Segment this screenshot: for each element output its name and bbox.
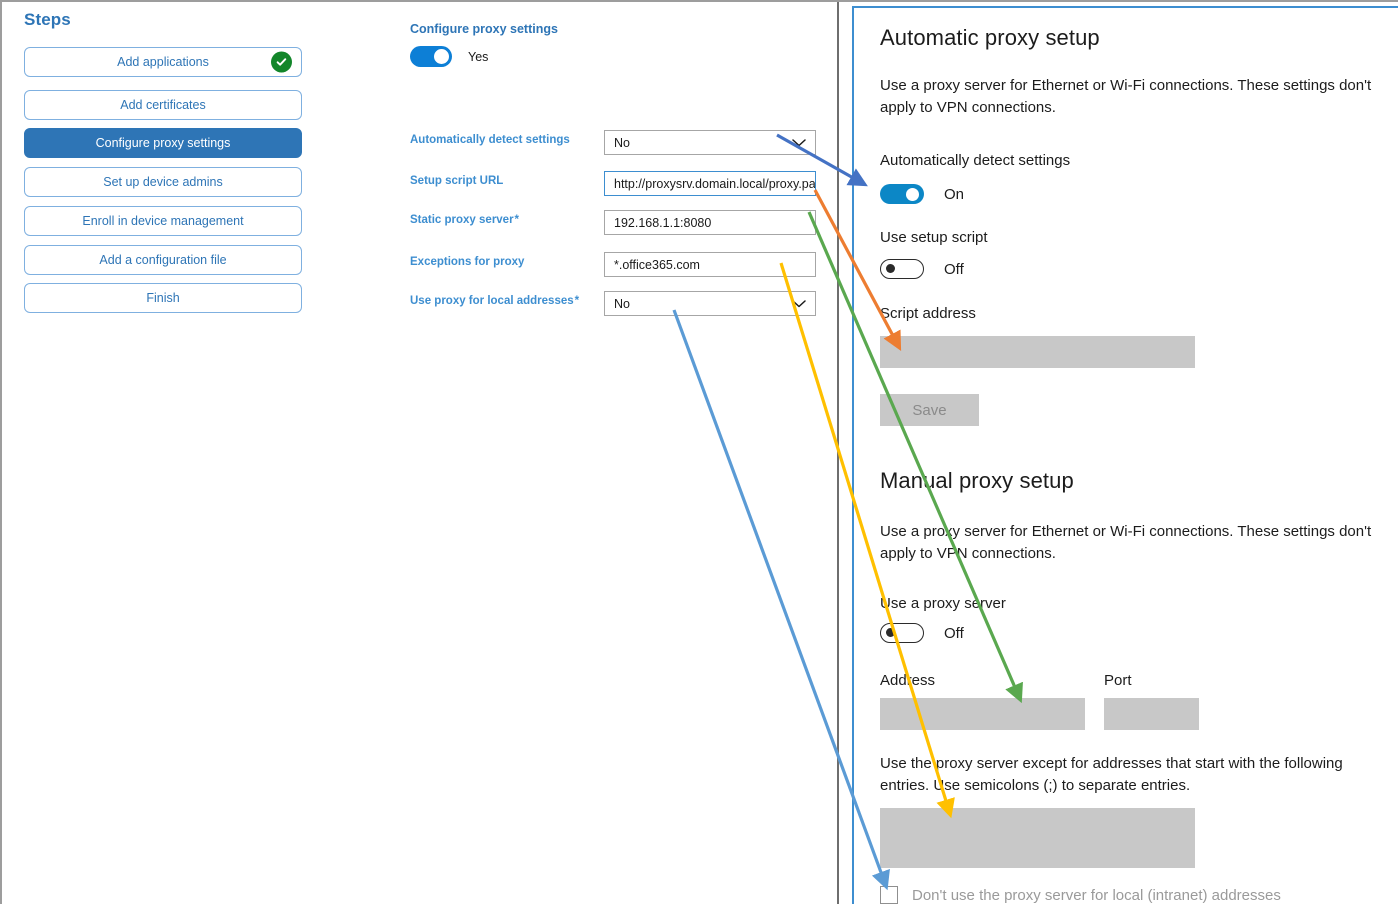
- toggle-track: [880, 259, 924, 279]
- required-asterisk: *: [513, 214, 519, 226]
- check-circle-icon: [271, 51, 292, 73]
- field-row-static-proxy-server: Static proxy server * 192.168.1.1:8080: [342, 210, 837, 236]
- step-label: Add a configuration file: [99, 253, 227, 267]
- address-label: Address: [880, 672, 936, 689]
- toggle-knob: [886, 628, 895, 637]
- script-address-label: Script address: [880, 305, 976, 322]
- configure-proxy-form-panel: Configure proxy settings Yes Automatical…: [342, 2, 837, 904]
- auto-detect-settings-label: Automatically detect settings: [880, 152, 1071, 169]
- step-item-finish[interactable]: Finish: [24, 283, 302, 313]
- step-item-add-a-configuration-file[interactable]: Add a configuration file: [24, 245, 302, 275]
- automatic-proxy-setup-description: Use a proxy server for Ethernet or Wi-Fi…: [880, 77, 1372, 116]
- steps-title: Steps: [24, 10, 71, 29]
- toggle-value-label: Yes: [468, 49, 489, 64]
- exceptions-description: Use the proxy server except for addresse…: [880, 755, 1343, 794]
- use-setup-script-label: Use setup script: [880, 229, 988, 246]
- port-input[interactable]: [1104, 698, 1199, 730]
- toggle-knob: [886, 264, 895, 273]
- toggle-track: [410, 46, 452, 67]
- manual-proxy-setup-description: Use a proxy server for Ethernet or Wi-Fi…: [880, 523, 1372, 562]
- field-label: Automatically detect settings: [410, 134, 570, 146]
- required-asterisk: *: [573, 295, 580, 307]
- toggle-track: [880, 184, 924, 204]
- step-label: Configure proxy settings: [95, 136, 231, 150]
- input-value: 192.168.1.1:8080: [614, 215, 712, 230]
- automatic-proxy-setup-heading: Automatic proxy setup: [880, 25, 1100, 50]
- chevron-down-icon: [792, 299, 806, 308]
- bypass-local-addresses-checkbox-row[interactable]: Don't use the proxy server for local (in…: [880, 886, 1281, 904]
- field-label: Static proxy server *: [410, 214, 519, 226]
- configure-proxy-settings-toggle[interactable]: Yes: [410, 46, 488, 67]
- step-label: Add applications: [117, 55, 209, 69]
- manual-proxy-setup-heading: Manual proxy setup: [880, 468, 1074, 493]
- step-label: Enroll in device management: [82, 214, 244, 228]
- input-static-proxy-server[interactable]: 192.168.1.1:8080: [604, 210, 816, 235]
- save-button[interactable]: Save: [880, 394, 979, 426]
- bypass-local-addresses-label: Don't use the proxy server for local (in…: [912, 886, 1281, 904]
- step-item-set-up-device-admins[interactable]: Set up device admins: [24, 167, 302, 197]
- input-value: *.office365.com: [614, 257, 700, 272]
- toggle-state-label: Off: [944, 624, 964, 642]
- select-value: No: [614, 296, 630, 311]
- field-row-setup-script-url: Setup script URL http://proxysrv.domain.…: [342, 171, 837, 197]
- toggle-track: [880, 623, 924, 643]
- step-label: Set up device admins: [103, 175, 223, 189]
- toggle-state-label: On: [944, 185, 965, 203]
- address-input[interactable]: [880, 698, 1085, 730]
- form-heading: Configure proxy settings: [410, 22, 558, 36]
- chevron-down-icon: [792, 138, 806, 147]
- steps-panel: Steps Add applications Add certificates …: [2, 2, 342, 904]
- select-automatically-detect-settings[interactable]: No: [604, 130, 816, 155]
- windows-proxy-settings-panel: Automatic proxy setup Use a proxy server…: [852, 6, 1398, 904]
- toggle-knob: [434, 49, 449, 64]
- toggle-state-label: Off: [944, 260, 964, 278]
- select-use-proxy-for-local-addresses[interactable]: No: [604, 291, 816, 316]
- script-address-input[interactable]: [880, 336, 1195, 368]
- field-row-use-proxy-for-local-addresses: Use proxy for local addresses * No: [342, 291, 837, 317]
- use-a-proxy-server-label: Use a proxy server: [880, 595, 1006, 612]
- input-setup-script-url[interactable]: http://proxysrv.domain.local/proxy.pa: [604, 171, 816, 196]
- exceptions-input[interactable]: [880, 808, 1195, 868]
- step-item-configure-proxy-settings[interactable]: Configure proxy settings: [24, 128, 302, 158]
- step-item-enroll-in-device-management[interactable]: Enroll in device management: [24, 206, 302, 236]
- field-label: Setup script URL: [410, 175, 504, 187]
- step-label: Add certificates: [120, 98, 206, 112]
- checkbox-icon[interactable]: [880, 886, 898, 904]
- input-exceptions-for-proxy[interactable]: *.office365.com: [604, 252, 816, 277]
- field-label: Use proxy for local addresses *: [410, 295, 580, 307]
- use-a-proxy-server-toggle[interactable]: Off: [880, 623, 964, 643]
- auto-detect-settings-toggle[interactable]: On: [880, 184, 964, 204]
- panel-divider: [837, 2, 839, 904]
- use-setup-script-toggle[interactable]: Off: [880, 259, 964, 279]
- select-value: No: [614, 135, 630, 150]
- field-row-exceptions-for-proxy: Exceptions for proxy *.office365.com: [342, 252, 837, 278]
- step-item-add-applications[interactable]: Add applications: [24, 47, 302, 77]
- field-label: Exceptions for proxy: [410, 256, 525, 268]
- port-label: Port: [1104, 672, 1132, 689]
- input-value: http://proxysrv.domain.local/proxy.pa: [614, 176, 816, 191]
- toggle-knob: [906, 187, 919, 201]
- step-label: Finish: [146, 291, 180, 305]
- field-row-automatically-detect-settings: Automatically detect settings No: [342, 130, 837, 156]
- step-item-add-certificates[interactable]: Add certificates: [24, 90, 302, 120]
